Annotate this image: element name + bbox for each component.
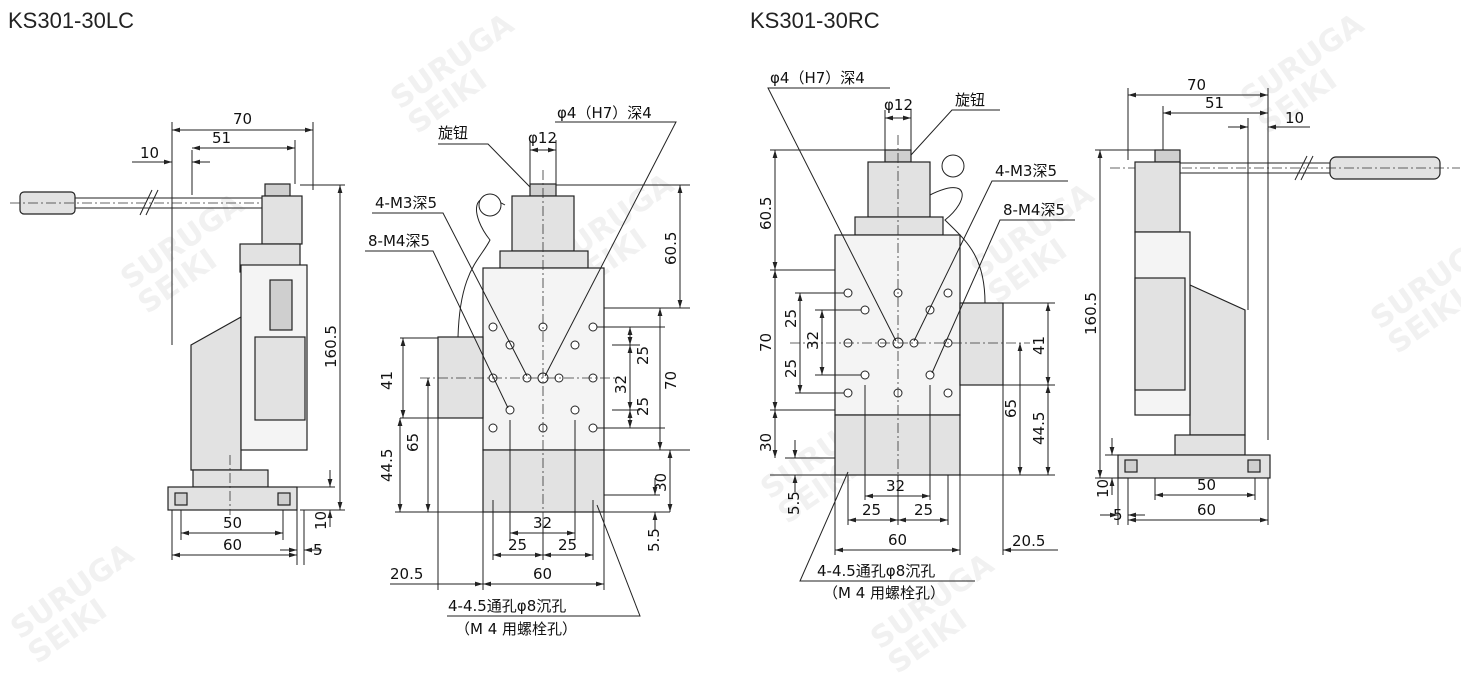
dim-10-base: 10	[1094, 479, 1112, 498]
right-front-view: φ12 φ4（H7）深4 旋钮 4-M3深5 8-M4深5 60.5 70 25…	[757, 69, 1075, 602]
dim-50: 50	[1197, 476, 1216, 494]
dim-25-left: 25	[862, 501, 881, 519]
dim-25-right: 25	[558, 536, 577, 554]
left-front-view: φ12 φ4（H7）深4 旋钮 4-M3深5 8-M4深5 60.5 70 25…	[365, 104, 690, 638]
dim-160-5: 160.5	[322, 325, 340, 368]
knob-diameter-label: φ12	[884, 96, 913, 114]
dim-65: 65	[1002, 399, 1020, 418]
dim-25-left: 25	[508, 536, 527, 554]
dim-32-vertical: 32	[804, 331, 822, 350]
dim-70: 70	[233, 110, 252, 128]
dim-60: 60	[888, 531, 907, 549]
left-side-view: 70 51 10 160.5 10 5 50 60	[10, 110, 345, 565]
mount-hole-note: 4-4.5通孔φ8沉孔	[817, 562, 935, 580]
mount-hole-note-2: （M 4 用螺栓孔）	[455, 620, 577, 638]
dim-160-5: 160.5	[1082, 292, 1100, 335]
dim-10-top: 10	[1285, 109, 1304, 127]
dim-25-lower: 25	[634, 397, 652, 416]
dim-32-horizontal: 32	[886, 477, 905, 495]
dim-60-5: 60.5	[662, 232, 680, 265]
dim-65: 65	[404, 433, 422, 452]
dim-41: 41	[378, 371, 396, 390]
dim-70: 70	[757, 333, 775, 352]
dim-60: 60	[533, 565, 552, 583]
m3-tap-note: 4-M3深5	[995, 162, 1057, 180]
pin-hole-note: φ4（H7）深4	[770, 69, 865, 87]
dim-32-vertical: 32	[612, 375, 630, 394]
dim-41: 41	[1030, 336, 1048, 355]
dim-10-base: 10	[312, 511, 330, 530]
knob-label: 旋钮	[955, 91, 985, 109]
dim-60: 60	[223, 536, 242, 554]
dim-5-5: 5.5	[785, 491, 803, 515]
dim-50: 50	[223, 514, 242, 532]
dim-25-upper: 25	[634, 346, 652, 365]
dim-20-5: 20.5	[1012, 532, 1045, 550]
m3-tap-note: 4-M3深5	[375, 194, 437, 212]
dim-32-horizontal: 32	[533, 514, 552, 532]
knob-label: 旋钮	[438, 124, 468, 142]
dim-25-upper: 25	[782, 309, 800, 328]
mount-hole-note-2: （M 4 用螺栓孔）	[823, 584, 945, 602]
dim-51: 51	[212, 129, 231, 147]
m4-tap-note: 8-M4深5	[1003, 201, 1065, 219]
pin-hole-note: φ4（H7）深4	[557, 104, 652, 122]
m4-tap-note: 8-M4深5	[368, 232, 430, 250]
dim-5-5: 5.5	[645, 528, 663, 552]
dim-44-5: 44.5	[378, 449, 396, 482]
dim-10-top: 10	[140, 144, 159, 162]
knob-diameter-label: φ12	[528, 129, 557, 147]
dim-20-5: 20.5	[390, 565, 423, 583]
dim-60: 60	[1197, 501, 1216, 519]
dim-60-5: 60.5	[757, 197, 775, 230]
right-side-view: 70 51 10 160.5 10 5 50 60	[1082, 76, 1460, 525]
dim-70: 70	[1187, 76, 1206, 94]
dim-25-right: 25	[914, 501, 933, 519]
dim-5: 5	[1113, 506, 1123, 524]
mount-hole-note: 4-4.5通孔φ8沉孔	[448, 597, 566, 615]
dim-30: 30	[757, 433, 775, 452]
dim-70: 70	[662, 371, 680, 390]
right-model-title: KS301-30RC	[750, 8, 880, 33]
dim-5: 5	[313, 541, 323, 559]
dim-44-5: 44.5	[1030, 412, 1048, 445]
dim-25-lower: 25	[782, 359, 800, 378]
left-model-title: KS301-30LC	[8, 8, 134, 33]
dim-51: 51	[1205, 94, 1224, 112]
